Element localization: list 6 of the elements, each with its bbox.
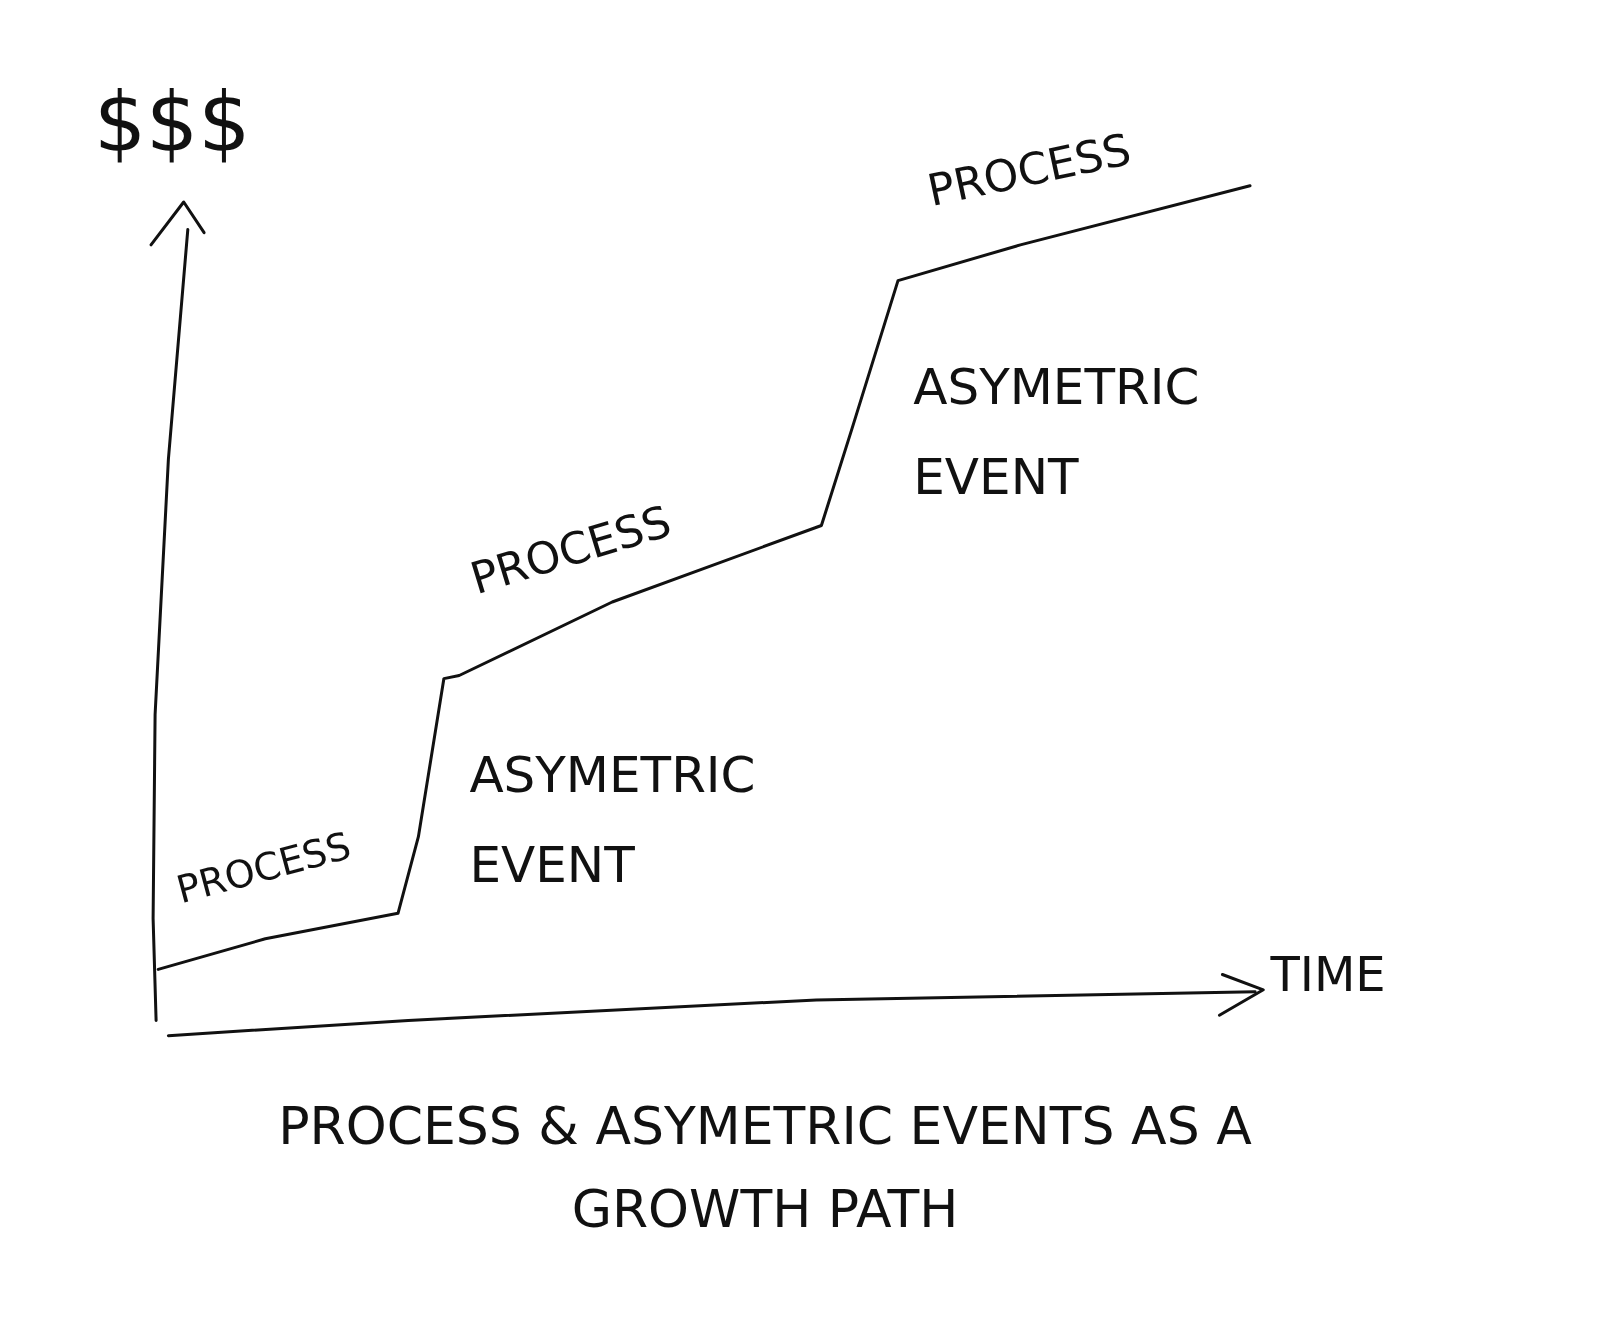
annotation-text: ASYMETRIC EVENT [469, 744, 757, 896]
annotation-text: ASYMETRIC EVENT [913, 356, 1201, 508]
caption: PROCESS & ASYMETRIC EVENTS AS A GROWTH PATH [277, 1095, 1253, 1242]
axis-label: $$$ [93, 73, 251, 172]
annotation-text: PROCESS [922, 122, 1136, 219]
axis-label: TIME [1270, 944, 1386, 1004]
